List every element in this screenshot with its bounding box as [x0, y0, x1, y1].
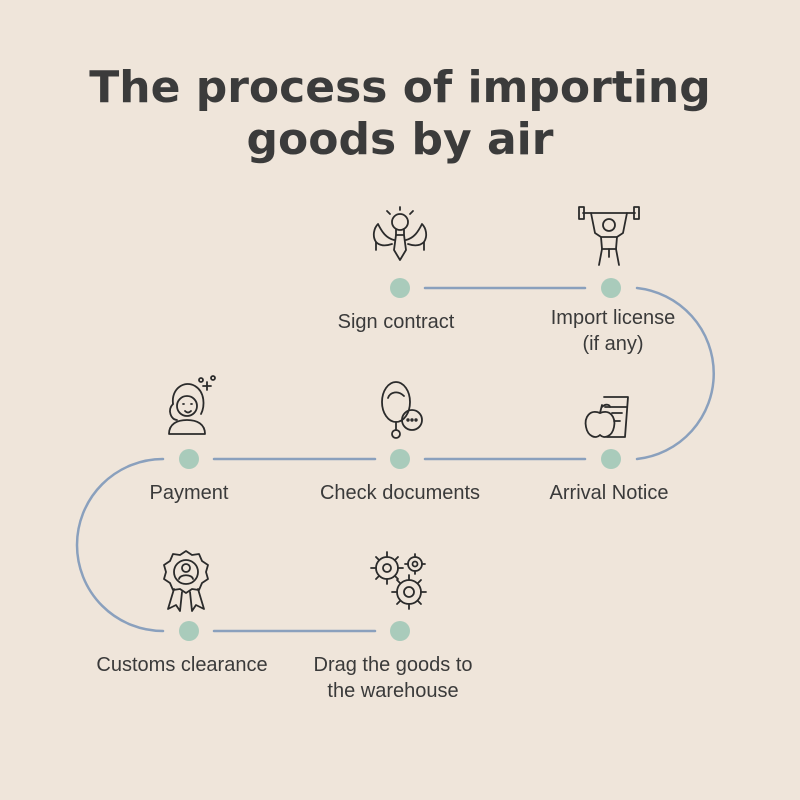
apple-and-juice-icon	[584, 396, 629, 438]
step-label-customs-clearance: Customs clearance	[72, 652, 292, 678]
step-dot-5	[179, 449, 199, 469]
person-with-mirror-icon	[381, 381, 423, 439]
curve-right	[635, 286, 715, 461]
superhero-lightbulb-icon	[372, 206, 428, 261]
gears-icon	[370, 551, 427, 610]
step-1-text: Sign contract	[337, 311, 455, 333]
step-dots	[179, 278, 621, 641]
step-label-sign-contract: Sign contract	[286, 309, 506, 335]
flow-path	[75, 286, 715, 633]
diagram-title: The process of importing goods by air	[0, 62, 800, 166]
weightlifter-icon	[578, 206, 640, 266]
step-7-text-line-1: Drag the goods to	[313, 654, 473, 676]
step-label-payment: Payment	[79, 480, 299, 506]
step-dot-2	[601, 278, 621, 298]
curve-left	[75, 457, 165, 633]
step-2-text-line-1: Import license	[550, 307, 676, 329]
title-line-2: goods by air	[246, 114, 554, 165]
step-label-drag-goods: Drag the goods to the warehouse	[283, 652, 503, 704]
step-dot-6	[179, 621, 199, 641]
step-dot-1	[390, 278, 410, 298]
step-dot-4	[390, 449, 410, 469]
award-badge-icon	[163, 550, 209, 612]
step-3-text: Arrival Notice	[549, 482, 669, 504]
step-label-arrival-notice: Arrival Notice	[499, 480, 719, 506]
step-label-check-documents: Check documents	[290, 480, 510, 506]
step-dot-3	[601, 449, 621, 469]
step-2-text-line-2: (if any)	[582, 333, 644, 355]
step-4-text: Check documents	[319, 482, 481, 504]
step-7-text-line-2: the warehouse	[327, 680, 459, 702]
step-5-text: Payment	[149, 482, 229, 504]
step-label-import-license: Import license (if any)	[503, 305, 723, 357]
step-6-text: Customs clearance	[96, 654, 268, 676]
step-dot-7	[390, 621, 410, 641]
woman-portrait-icon	[168, 375, 216, 435]
title-line-1: The process of importing	[89, 62, 711, 113]
